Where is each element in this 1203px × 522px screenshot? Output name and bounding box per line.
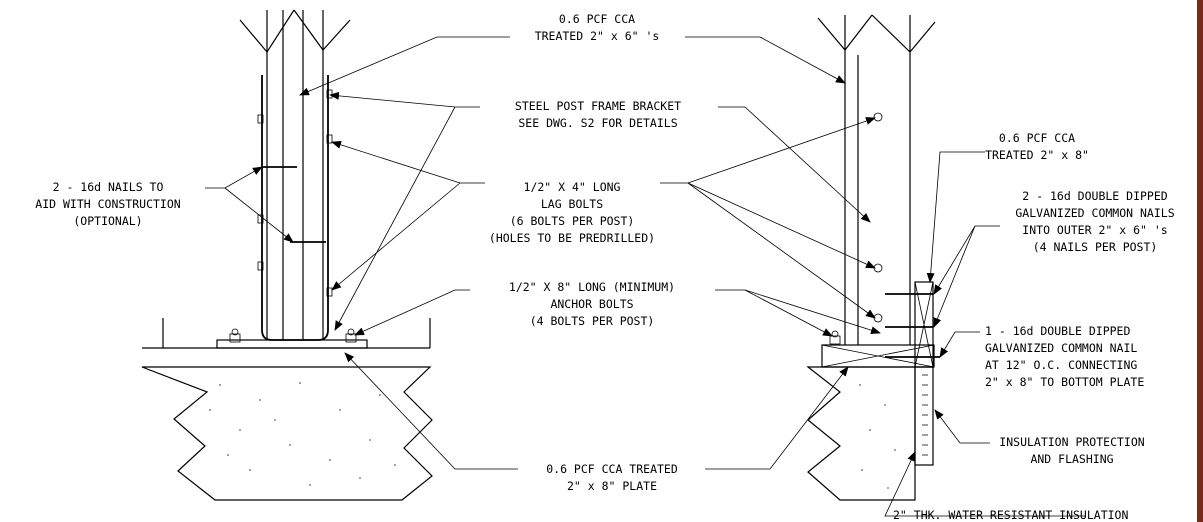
label-line: TREATED 2" x 6" 's xyxy=(535,29,660,43)
label-line: 1/2" X 8" LONG (MINIMUM) xyxy=(509,280,675,294)
left-detail xyxy=(141,9,433,501)
label-line: 2 - 16d NAILS TO xyxy=(53,180,164,194)
left-anchor-bolt xyxy=(345,328,357,343)
label-double-dipped-outer: 2 - 16d DOUBLE DIPPED GALVANIZED COMMON … xyxy=(1015,189,1174,254)
label-line: LAG BOLTS xyxy=(541,197,603,211)
label-line: AND FLASHING xyxy=(1030,452,1113,466)
label-line: (HOLES TO BE PREDRILLED) xyxy=(489,231,655,245)
label-insulation: 2" THK. WATER RESISTANT INSULATION xyxy=(893,508,1128,522)
label-plate: 0.6 PCF CCA TREATED 2" x 8" PLATE xyxy=(546,462,678,493)
right-lag-bolts xyxy=(873,112,883,323)
label-line: AT 12" O.C. CONNECTING xyxy=(985,358,1137,372)
label-line: SEE DWG. S2 FOR DETAILS xyxy=(518,116,677,130)
right-detail xyxy=(806,14,940,501)
label-line: STEEL POST FRAME BRACKET xyxy=(515,99,681,113)
label-double-dipped-single: 1 - 16d DOUBLE DIPPED GALVANIZED COMMON … xyxy=(985,324,1144,389)
right-anchor-bolt xyxy=(829,330,841,345)
right-bottom-plate xyxy=(821,344,935,368)
label-line: 1/2" X 4" LONG xyxy=(524,180,621,194)
label-line: TREATED 2" x 8" xyxy=(985,148,1089,162)
label-line: INSULATION PROTECTION xyxy=(999,435,1144,449)
left-steel-bracket xyxy=(257,75,333,341)
label-line: (OPTIONAL) xyxy=(73,214,142,228)
label-line: GALVANIZED COMMON NAILS xyxy=(1015,206,1174,220)
left-concrete-slab xyxy=(141,318,433,501)
label-line: 1 - 16d DOUBLE DIPPED xyxy=(985,324,1130,338)
label-line: INTO OUTER 2" x 6" 's xyxy=(1022,223,1167,237)
right-footing xyxy=(806,366,916,501)
label-line: 0.6 PCF CCA xyxy=(559,12,635,26)
label-bracket: STEEL POST FRAME BRACKET SEE DWG. S2 FOR… xyxy=(515,99,681,130)
left-bottom-plate xyxy=(216,339,368,349)
label-line: (4 NAILS PER POST) xyxy=(1033,240,1158,254)
right-insulation xyxy=(914,366,934,466)
label-line: (6 BOLTS PER POST) xyxy=(510,214,635,228)
label-line: 2" x 8" PLATE xyxy=(567,479,657,493)
leader-lines xyxy=(205,36,1085,517)
label-line: GALVANIZED COMMON NAIL xyxy=(985,341,1137,355)
label-line: 2" x 8" TO BOTTOM PLATE xyxy=(985,375,1144,389)
label-line: ANCHOR BOLTS xyxy=(550,297,633,311)
label-line: 0.6 PCF CCA TREATED xyxy=(546,462,678,476)
label-lag-bolts: 1/2" X 4" LONG LAG BOLTS (6 BOLTS PER PO… xyxy=(489,180,655,245)
label-cca-2x8: 0.6 PCF CCA TREATED 2" x 8" xyxy=(985,131,1089,162)
label-line: (4 BOLTS PER POST) xyxy=(530,314,655,328)
label-cca-2x6: 0.6 PCF CCA TREATED 2" x 6" 's xyxy=(535,12,660,43)
label-anchor-bolts: 1/2" X 8" LONG (MINIMUM) ANCHOR BOLTS (4… xyxy=(509,280,675,328)
left-concrete-speckle xyxy=(209,382,396,486)
left-post xyxy=(239,9,351,340)
label-insulation-protection: INSULATION PROTECTION AND FLASHING xyxy=(999,435,1144,466)
right-insulation-hatch xyxy=(922,374,928,456)
right-post xyxy=(817,14,936,345)
label-line: AID WITH CONSTRUCTION xyxy=(35,197,180,211)
label-nails-aid: 2 - 16d NAILS TO AID WITH CONSTRUCTION (… xyxy=(35,180,180,228)
label-line: 2" THK. WATER RESISTANT INSULATION xyxy=(893,508,1128,522)
label-line: 2 - 16d DOUBLE DIPPED xyxy=(1022,189,1167,203)
left-anchor-bolt xyxy=(229,328,241,343)
label-line: 0.6 PCF CCA xyxy=(999,131,1075,145)
window-edge-bar xyxy=(1197,0,1203,522)
